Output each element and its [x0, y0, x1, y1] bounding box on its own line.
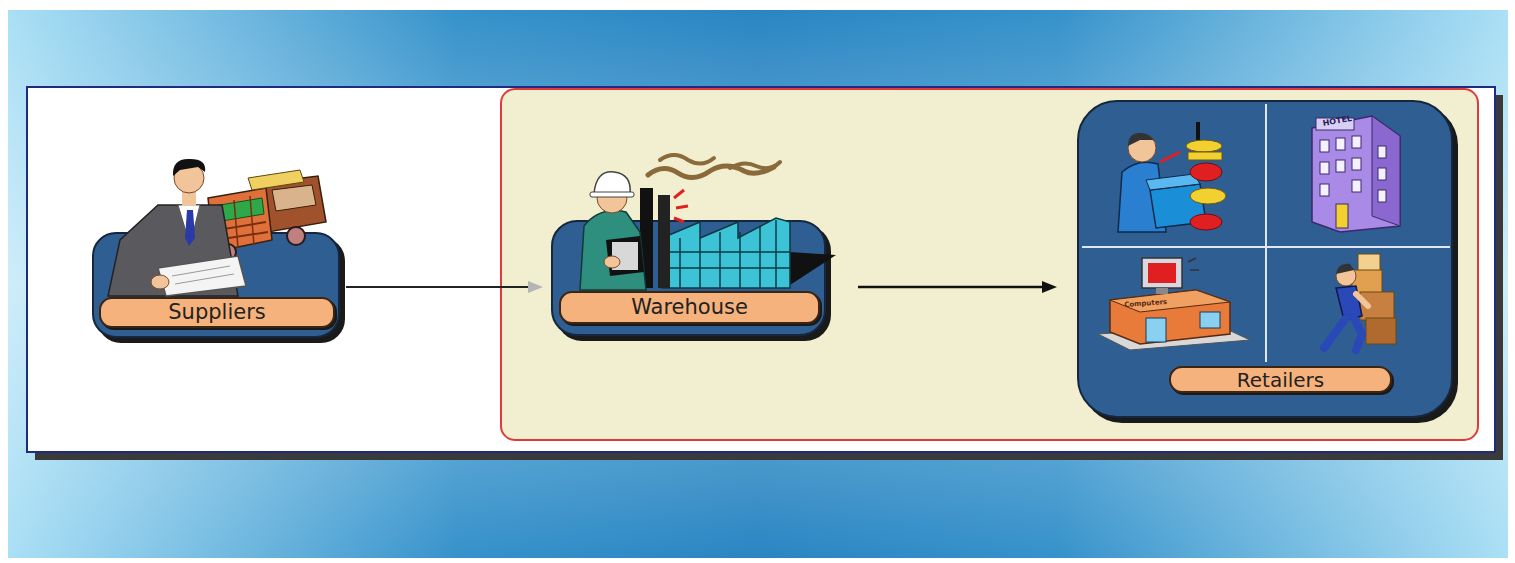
factory [640, 155, 836, 288]
flow-arrow [346, 281, 543, 293]
connector-line [346, 286, 531, 288]
node-label: Warehouse [559, 291, 820, 324]
delivery-person [1324, 254, 1396, 350]
warehouse-worker [580, 172, 646, 290]
node-label: Retailers [1169, 366, 1392, 393]
node-label: Suppliers [99, 297, 335, 328]
shop-clerk [1118, 122, 1226, 232]
scope-frame [501, 89, 1478, 440]
supplier-person [108, 159, 246, 296]
quadrant-dividers [1082, 104, 1450, 362]
computer-store [1098, 258, 1250, 350]
arrow-head [528, 281, 543, 293]
arrow-head [1042, 281, 1057, 293]
flow-arrow [858, 281, 1057, 293]
outer-frame [27, 87, 1503, 460]
process-box: Retailers [1077, 100, 1453, 418]
connector-line [858, 286, 1045, 289]
hotel-building [1312, 116, 1400, 232]
supplier-truck [208, 170, 326, 260]
process-box: Warehouse [551, 220, 826, 336]
process-box: Suppliers [92, 232, 340, 338]
